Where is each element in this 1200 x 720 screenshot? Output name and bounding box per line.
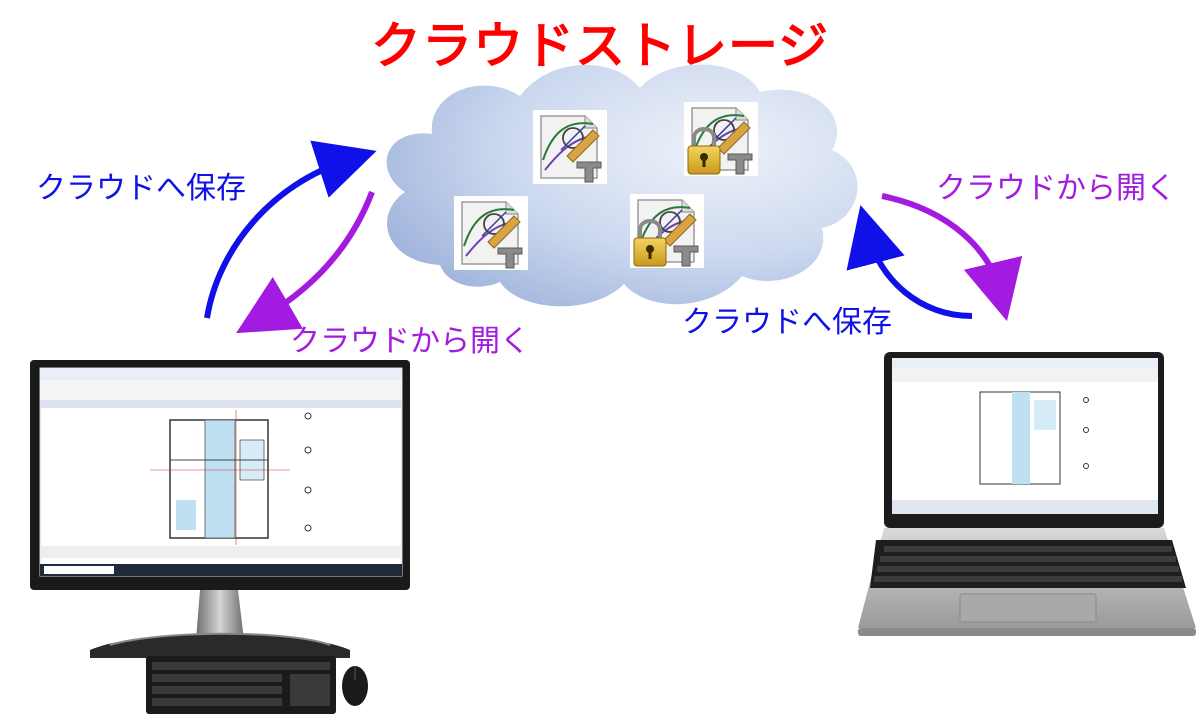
open-arrow-right	[881, 193, 1023, 322]
open-arrow-left	[236, 190, 375, 334]
open-from-cloud-label-right: クラウドから開く	[936, 171, 1176, 206]
mouse-icon	[342, 666, 368, 706]
save-to-cloud-label-right: クラウドへ保存	[682, 305, 892, 340]
laptop-icon	[858, 352, 1196, 636]
cad-file-icon	[453, 195, 529, 271]
save-arrow-right	[846, 204, 973, 319]
cloud-shape	[386, 64, 858, 307]
save-arrow-left	[204, 140, 377, 319]
keyboard-icon	[146, 656, 336, 714]
locked-cad-file-icon	[683, 101, 759, 177]
cad-file-icon	[532, 109, 608, 185]
desktop-pc-icon	[30, 360, 410, 658]
open-from-cloud-label-left: クラウドから開く	[290, 324, 530, 359]
locked-cad-file-icon	[629, 193, 705, 269]
save-to-cloud-label-left: クラウドへ保存	[36, 171, 246, 206]
page-title: クラウドストレージ	[371, 17, 829, 75]
